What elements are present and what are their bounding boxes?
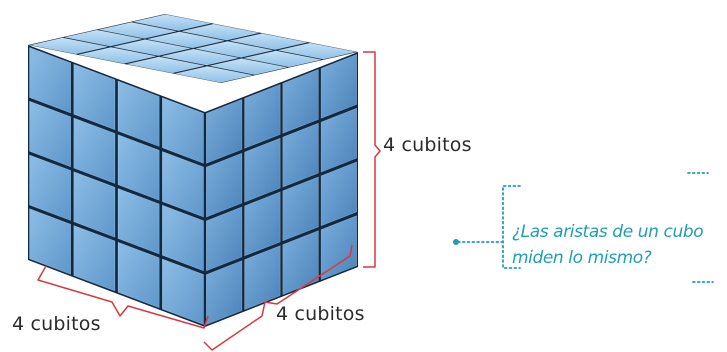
- cube-top-face-cubelet: [113, 39, 191, 56]
- cube-top-face-cubelet: [230, 33, 307, 50]
- callout-dot: [453, 239, 459, 245]
- cube-right-face: [205, 52, 358, 327]
- callout-left-bracket: [502, 185, 521, 269]
- height-label: 4 cubitos: [383, 134, 472, 156]
- cube-left-face-cubelet: [73, 171, 116, 238]
- cube-top-face-cubelet: [133, 14, 211, 31]
- cube-left-face-cubelet: [73, 117, 116, 184]
- cube-top-face-cubelet: [79, 47, 156, 64]
- cube-left-face-cubelet: [162, 258, 204, 325]
- cube-right-face-cubelet: [282, 230, 319, 296]
- cube-right-face-cubelet: [282, 122, 319, 188]
- cube-right-face-gap: [205, 52, 358, 327]
- front-right-label: 4 cubitos: [276, 303, 365, 325]
- cube-top-face-cubelet: [147, 31, 225, 49]
- cube-left-face-cubelet: [73, 225, 116, 292]
- cube-left-face-cubelet: [117, 134, 160, 201]
- question-callout-frame: [453, 172, 714, 283]
- cube-top-face-cubelet: [181, 23, 259, 41]
- cube-top-face-cubelet: [244, 50, 321, 68]
- cube-top-face-cubelet: [99, 22, 177, 39]
- cube-right-face-cubelet: [244, 83, 281, 149]
- cube-right-face-cubelet: [320, 161, 358, 227]
- cube-left-face-gap: [28, 45, 205, 327]
- cube-right-face-cubelet: [244, 245, 281, 311]
- cube-right-face-cubelet: [282, 176, 319, 242]
- cube-top-face-cubelet: [278, 42, 356, 60]
- cube-top-face-cubelet: [127, 56, 205, 74]
- cube-top-face-cubelet: [65, 29, 142, 47]
- cube-left-face: [28, 45, 205, 327]
- cube-top-face-cubelet: [195, 41, 273, 58]
- cube-right-face-cubelet: [206, 98, 243, 164]
- cube-top-face-cubelet: [161, 48, 239, 66]
- cube-left-face-cubelet: [162, 97, 204, 164]
- cube-left-face-cubelet: [117, 188, 160, 255]
- cube-right-face-cubelet: [320, 215, 358, 281]
- cube-top-face-cubelet: [209, 58, 287, 75]
- question-line-2: miden lo mismo?: [512, 248, 652, 268]
- front-left-label: 4 cubitos: [12, 313, 101, 335]
- cube-top-face: [28, 14, 358, 83]
- cube-left-face-cubelet: [73, 63, 116, 131]
- cube-right-face-cubelet: [320, 107, 358, 173]
- cube-left-face-cubelet: [29, 154, 71, 221]
- cube-top-face-cubelet: [175, 66, 253, 83]
- front-right-bracket: [203, 244, 353, 351]
- height-bracket: [363, 51, 381, 268]
- question-line-1: ¿Las aristas de un cubo: [512, 222, 704, 242]
- cube-right-face-cubelet: [206, 206, 243, 272]
- cube-left-face-cubelet: [162, 204, 204, 272]
- cube-left-face-cubelet: [162, 151, 204, 218]
- cube-right-face-cubelet: [206, 260, 243, 326]
- front-left-bracket: [37, 265, 209, 329]
- cube-left-face-cubelet: [29, 100, 71, 168]
- cube-right-face-cubelet: [244, 191, 281, 257]
- dimension-brackets: [37, 51, 381, 351]
- cube-left-face-cubelet: [29, 208, 71, 275]
- cube-right-face-cubelet: [206, 152, 243, 218]
- cube-right-face-cubelet: [282, 68, 319, 134]
- question-text: ¿Las aristas de un cubo miden lo mismo?: [512, 219, 712, 271]
- cube-right-face-cubelet: [244, 137, 281, 203]
- cube-right-face-cubelet: [320, 53, 358, 119]
- cube-left-face-cubelet: [29, 47, 71, 114]
- cube-top-face-cubelet: [30, 37, 108, 55]
- rubik-cube: [28, 14, 358, 327]
- cube-left-face-cubelet: [117, 241, 160, 309]
- cube-left-face-cubelet: [117, 80, 160, 147]
